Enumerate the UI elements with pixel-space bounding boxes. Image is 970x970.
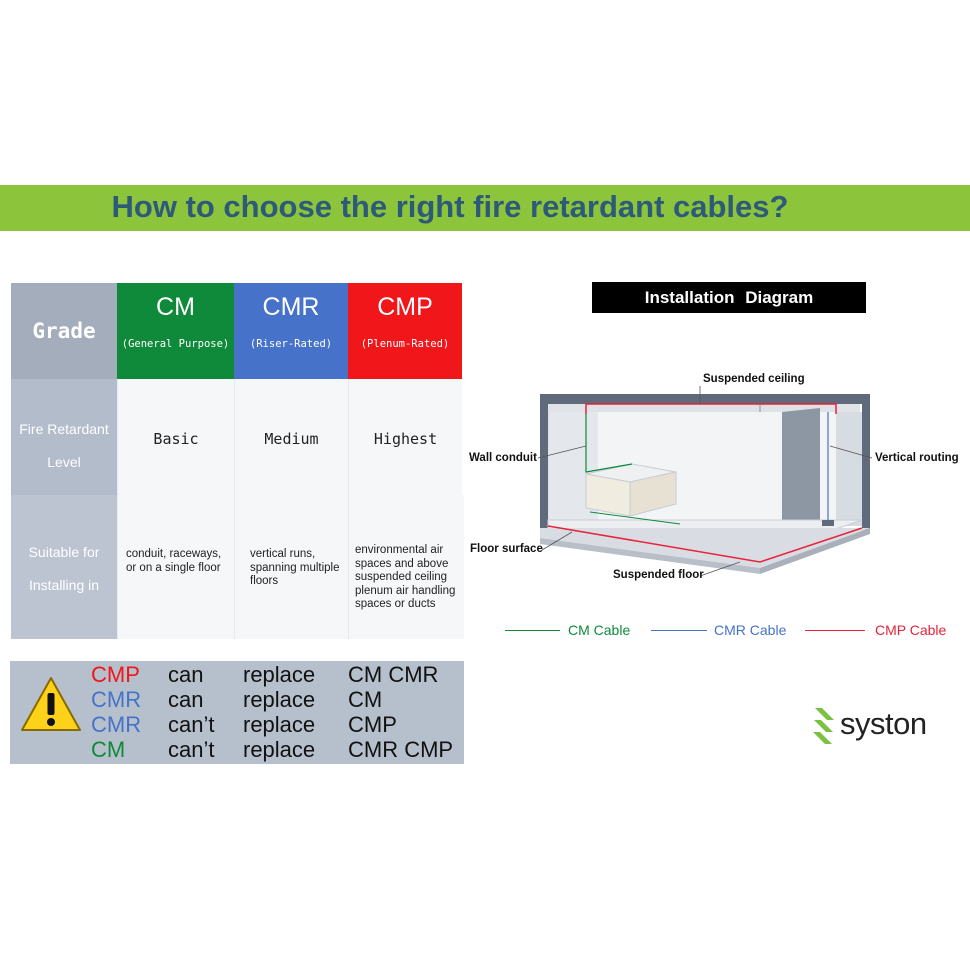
syston-logo-icon [813,708,834,744]
legend-cm-swatch [505,630,560,631]
rule-subject: CM [91,737,126,762]
rule-object: CM [348,687,383,712]
floor-edge-right [760,528,870,574]
legend-cmr: CMR Cable [651,621,791,639]
rule-subject: CMR [91,687,142,712]
title-banner: How to choose the right fire retardant c… [0,185,970,231]
rule-verb: can [168,687,204,712]
partition-wall [782,408,820,528]
grade-cmr-header: CMR (Riser-Rated) [234,283,348,379]
rule-verb: can’t [168,712,215,737]
level-cmr: Medium [234,379,348,495]
suitable-cmr-line: floors [250,575,279,587]
desk-front [585,473,631,517]
grade-cmp-name: CMP [377,293,433,321]
suitable-cmp-line: spaces and above [355,557,449,570]
grade-cm-header: CM (General Purpose) [117,283,234,379]
rule-verb: can [168,662,204,687]
floor-edge [540,538,760,574]
suitable-cmp-line: spaces or ducts [355,598,436,610]
legend-cm: CM Cable [505,621,635,639]
suitable-label-line-2: Installing in [28,577,100,593]
ceiling-frame [540,394,870,404]
page-title: How to choose the right fire retardant c… [111,189,789,224]
leader-floor-surface [541,531,573,551]
installation-diagram-title: Installation Diagram [592,282,866,313]
cm-cable-line [585,414,633,473]
fire-label-line-2: Level [47,454,81,470]
legend-cmr-label: CMR Cable [714,622,787,638]
grade-cmp-header: CMP (Plenum-Rated) [348,283,462,379]
suitable-cmp: environmental air spaces and above suspe… [348,495,464,639]
right-wall-frame [862,394,870,534]
suitable-for-label: Suitable for Installing in [11,495,117,639]
legend-cmp-swatch [805,630,865,631]
legend-cmp-label: CMP Cable [875,622,947,638]
suitable-cmp-line: environmental air [355,544,444,556]
grade-header: Grade [11,283,117,379]
ceiling-panel [548,404,860,412]
rule-action: replace [243,687,316,712]
suitable-label-line-1: Suitable for [28,544,100,560]
label-vertical-routing: Vertical routing [875,452,959,464]
rule-object: CM CMR [348,662,439,687]
rule-subject: CMR [91,712,142,737]
legend-cm-label: CM Cable [568,622,631,638]
warning-triangle-icon [21,677,81,731]
leader-suspended-floor [699,561,741,577]
legend-cmr-swatch [651,630,707,631]
label-suspended-ceiling: Suspended ceiling [703,373,805,385]
fire-label-line-1: Fire Retardant [19,421,109,437]
suitable-cmr-line: spanning multiple [250,561,340,574]
rule-verb: can’t [168,737,215,762]
suitable-cmr-line: vertical runs, [250,548,316,560]
grade-cmr-name: CMR [262,293,320,321]
fire-retardant-level-label: Fire Retardant Level [11,379,117,495]
rule-action: replace [243,712,316,737]
rule-action: replace [243,662,316,687]
suitable-cmr: vertical runs, spanning multiple floors [234,495,348,639]
grade-cm-name: CM [156,293,195,321]
cmp-cable-line [585,403,837,414]
suitable-cm-line: or on a single floor [126,561,221,574]
rule-action: replace [243,737,316,762]
rule-object: CMR CMP [348,737,454,762]
outlet [822,520,834,526]
level-cmp: Highest [348,379,462,495]
suitable-cmp-line: plenum air handling [355,584,456,597]
logo-text: syston [840,706,927,741]
rule-subject: CMP [91,662,140,687]
label-floor-surface: Floor surface [470,543,543,555]
syston-logo: syston [812,704,932,748]
cmp-floor-cable [547,525,863,563]
suitable-cmp-line: suspended ceiling [355,571,448,583]
leader-vertical [829,445,873,459]
suitable-cm-line: conduit, raceways, [126,548,222,560]
grade-cmr-subtitle: (Riser-Rated) [249,338,333,350]
left-wall-frame [540,394,548,528]
suitable-cm: conduit, raceways, or on a single floor [117,495,234,639]
desk-side [629,471,677,517]
grade-cm-subtitle: (General Purpose) [121,338,230,350]
replacement-rules-box: CMP can replace CM CMR CMR can replace C… [10,661,464,764]
label-wall-conduit: Wall conduit [469,452,537,464]
rule-object: CMP [348,712,397,737]
leader-wall-conduit [537,445,587,459]
legend-cmp: CMP Cable [805,621,955,639]
grade-cmp-subtitle: (Plenum-Rated) [360,338,450,350]
right-wall-panel [836,412,862,526]
level-cm: Basic [117,379,234,495]
label-suspended-floor: Suspended floor [613,569,704,581]
cm-floor-cable [589,511,681,525]
